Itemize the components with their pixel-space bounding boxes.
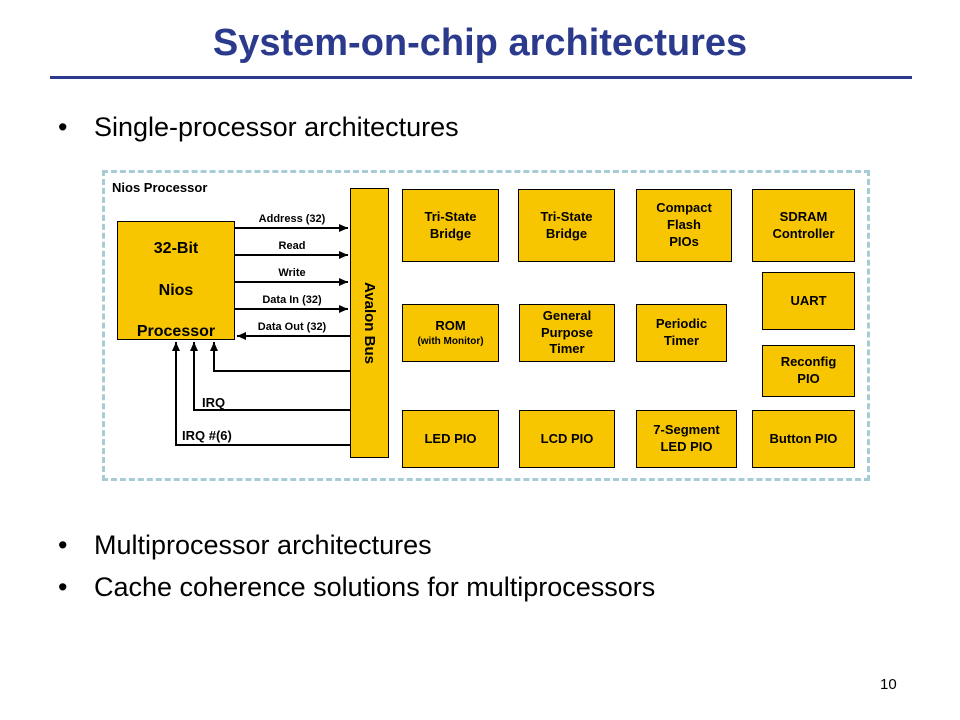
irq-label: IRQ bbox=[202, 395, 226, 410]
page-number: 10 bbox=[880, 676, 897, 693]
irq-num-label: IRQ #(6) bbox=[182, 428, 232, 443]
bullet-dot: • bbox=[58, 572, 68, 602]
tristate-bridge-2: Tri-State Bridge bbox=[518, 189, 615, 262]
avalon-bus-label-wrap: Avalon Bus bbox=[350, 190, 389, 456]
irq-aux-wire bbox=[210, 342, 350, 372]
read-label: Read bbox=[278, 240, 306, 252]
title-underline bbox=[50, 76, 912, 79]
nios-processor-frame bbox=[102, 170, 870, 481]
write-label: Write bbox=[278, 267, 306, 279]
processor-line3: Processor bbox=[136, 323, 216, 341]
rom-sublabel: (with Monitor) bbox=[417, 335, 484, 347]
bullet-text: Single-processor architectures bbox=[94, 112, 459, 142]
rom-label: ROM bbox=[435, 318, 466, 334]
processor-line1: 32-Bit bbox=[153, 239, 199, 257]
frame-label: Nios Processor bbox=[112, 180, 208, 195]
bullet-text: Multiprocessor architectures bbox=[94, 530, 432, 560]
seven-segment-led-pio: 7-Segment LED PIO bbox=[636, 410, 737, 468]
irq-num-wire bbox=[172, 342, 350, 446]
reconfig-pio: Reconfig PIO bbox=[762, 345, 855, 397]
bullet-dot: • bbox=[58, 530, 68, 560]
tristate-bridge-1: Tri-State Bridge bbox=[402, 189, 499, 262]
avalon-bus-label: Avalon Bus bbox=[361, 282, 378, 364]
led-pio: LED PIO bbox=[402, 410, 499, 468]
slide-title: System-on-chip architectures bbox=[212, 22, 748, 64]
processor-line2: Nios bbox=[158, 281, 194, 299]
address-label: Address (32) bbox=[258, 213, 326, 225]
button-pio: Button PIO bbox=[752, 410, 855, 468]
data-in-label: Data In (32) bbox=[262, 294, 322, 306]
rom-block: ROM (with Monitor) bbox=[402, 304, 499, 362]
periodic-timer: Periodic Timer bbox=[636, 304, 727, 362]
compact-flash-pios: Compact Flash PIOs bbox=[636, 189, 732, 262]
nios-processor-block: 32-Bit Nios Processor bbox=[117, 221, 235, 340]
lcd-pio: LCD PIO bbox=[519, 410, 615, 468]
uart-block: UART bbox=[762, 272, 855, 330]
avalon-bus-block bbox=[350, 188, 389, 458]
general-purpose-timer: General Purpose Timer bbox=[519, 304, 615, 362]
sdram-controller: SDRAM Controller bbox=[752, 189, 855, 262]
bullet-dot: • bbox=[58, 112, 68, 142]
irq-wire bbox=[190, 342, 350, 411]
data-out-label: Data Out (32) bbox=[257, 321, 327, 333]
bullet-text: Cache coherence solutions for multiproce… bbox=[94, 572, 656, 602]
